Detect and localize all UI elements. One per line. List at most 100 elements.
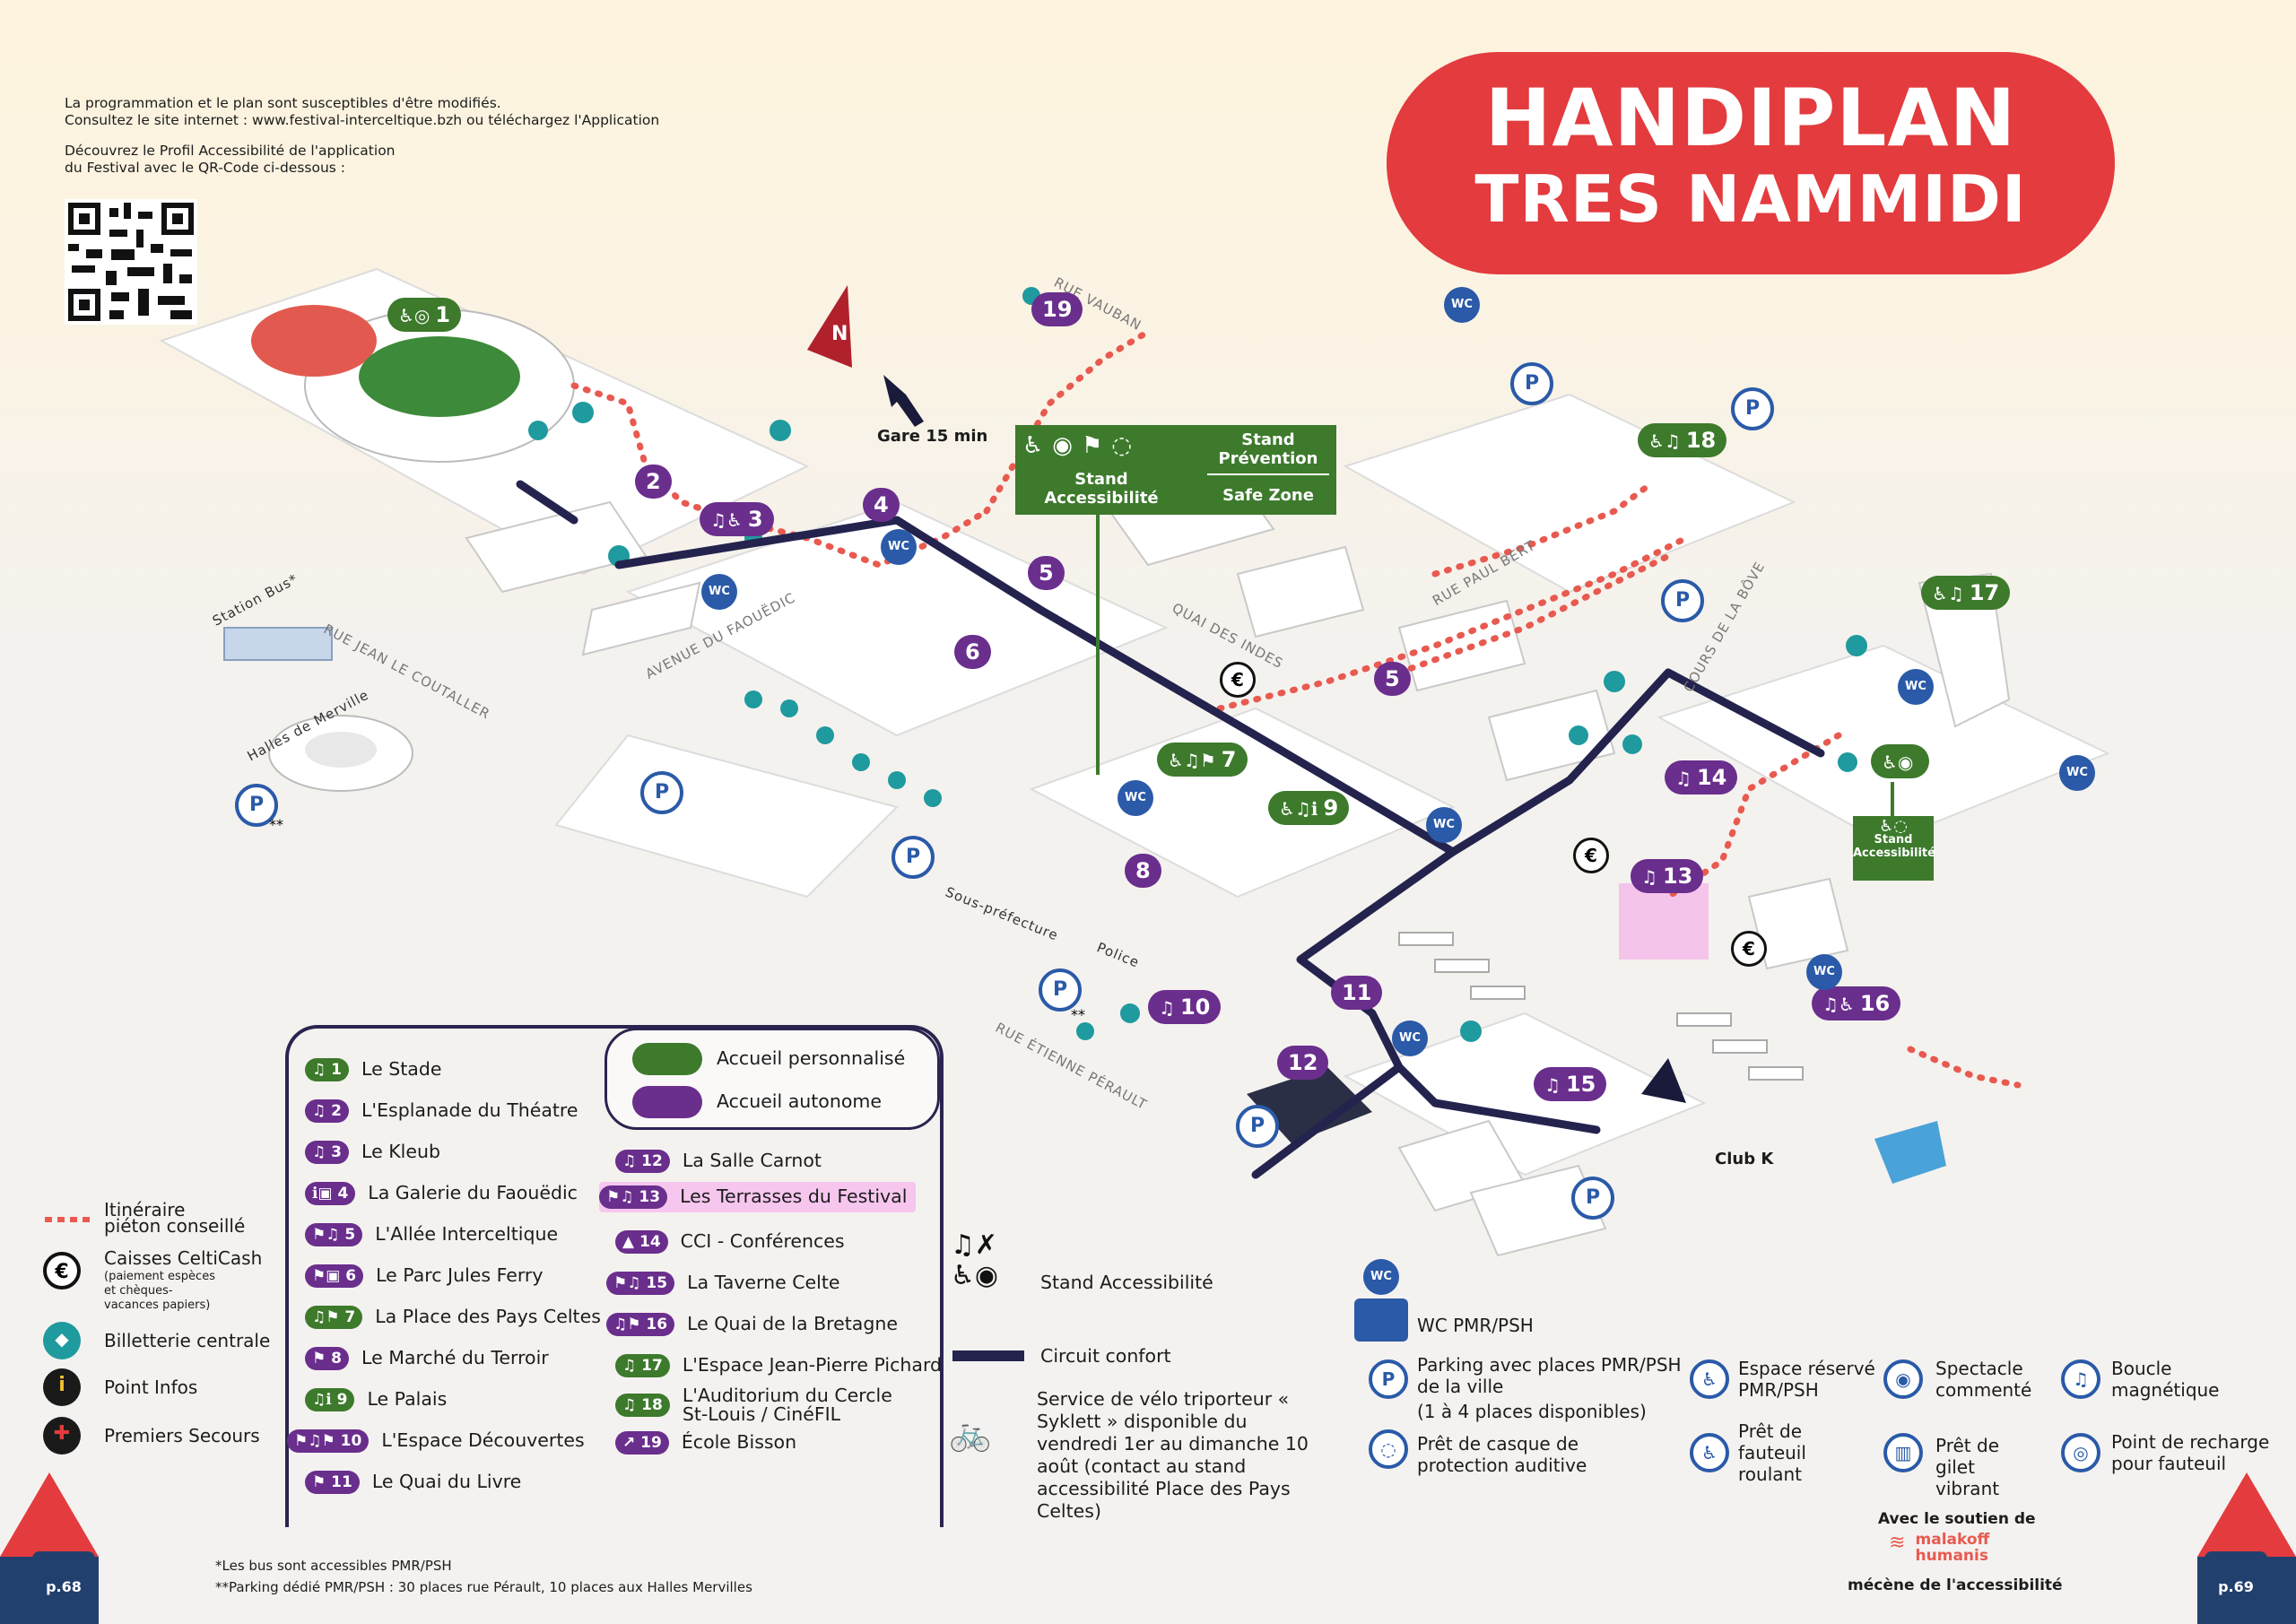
venue-badge-5a[interactable]: 5 bbox=[1028, 556, 1065, 590]
parking-icon[interactable]: P bbox=[1731, 387, 1774, 430]
euro-icon[interactable]: € bbox=[1573, 838, 1609, 873]
stand-prevention-label: Stand Prévention bbox=[1207, 430, 1329, 475]
wc-icon[interactable]: WC bbox=[1806, 954, 1842, 990]
stand-small-pointer bbox=[1891, 782, 1894, 818]
parking-icon[interactable]: P bbox=[235, 784, 278, 827]
north-label: N bbox=[831, 323, 848, 345]
venue-badge-11[interactable]: 11 bbox=[1331, 976, 1383, 1010]
info-legend-icon: i bbox=[43, 1368, 81, 1406]
qr-code[interactable] bbox=[65, 199, 197, 325]
parking-icon[interactable]: P bbox=[640, 771, 683, 814]
ear-icon: ♫♿ bbox=[1822, 994, 1855, 1015]
parking-legend-icon: P bbox=[1369, 1359, 1408, 1399]
parking-note-mark: ** bbox=[269, 816, 283, 833]
stand-box[interactable]: ♿◉⚑◌ Stand Accessibilité Stand Préventio… bbox=[1015, 425, 1336, 515]
venue-badge-12[interactable]: 12 bbox=[1277, 1046, 1329, 1080]
sponsor-logo[interactable]: ≋ malakoff humanis bbox=[1889, 1532, 2032, 1564]
wc-icon[interactable]: WC bbox=[1426, 807, 1462, 843]
venue-badge-13[interactable]: ♫13 bbox=[1631, 859, 1704, 893]
euro-icon[interactable]: € bbox=[1220, 662, 1256, 698]
legend-secours: Premiers Secours bbox=[104, 1425, 260, 1446]
legend-velo: Service de vélo triporteur « Syklett » d… bbox=[1037, 1388, 1309, 1522]
map-building bbox=[581, 581, 701, 656]
intro-line1: La programmation et le plan sont suscept… bbox=[65, 95, 501, 111]
venue-badge-8[interactable]: 8 bbox=[1125, 854, 1161, 888]
sponsor-intro: Avec le soutien de bbox=[1878, 1510, 2036, 1528]
venue-badge-14[interactable]: ♫14 bbox=[1665, 760, 1738, 795]
first-aid-legend-icon: ✚ bbox=[43, 1417, 81, 1455]
venue-badge-7[interactable]: ♿♫⚑7 bbox=[1157, 743, 1248, 777]
venue-badge-5b[interactable]: 5 bbox=[1374, 662, 1411, 696]
parking-icon[interactable]: P bbox=[1661, 579, 1704, 622]
stand-small-box[interactable]: ♿◌ Stand Accessibilité bbox=[1853, 816, 1935, 881]
title-line2: TRES NAMMIDI bbox=[1474, 161, 2027, 237]
venue-badge-10[interactable]: ♫10 bbox=[1148, 990, 1222, 1024]
venue-badge-1[interactable]: ♿◎1 bbox=[387, 298, 462, 332]
wc-icon[interactable]: WC bbox=[881, 529, 917, 565]
parking-icon[interactable]: P bbox=[1236, 1105, 1279, 1148]
parking-icon[interactable]: P bbox=[1510, 362, 1553, 405]
ear-icon: ♫ bbox=[1641, 866, 1657, 888]
stand-accessibilite-label: Stand Accessibilité bbox=[1044, 470, 1159, 508]
page-number-left: p.68 bbox=[32, 1551, 95, 1623]
title-line1: HANDIPLAN bbox=[1484, 72, 2017, 164]
venue-badge-3[interactable]: ♫♿3 bbox=[700, 502, 774, 536]
stand-small-icons: ♿◌ bbox=[1879, 817, 1908, 836]
hearing-loop-icon: ♫ bbox=[2061, 1359, 2100, 1399]
halles-rotunda bbox=[268, 715, 413, 792]
venue-badge-15[interactable]: ♫15 bbox=[1534, 1067, 1607, 1101]
charging-point-icon: ◎ bbox=[2061, 1433, 2100, 1472]
intro-line3: Découvrez le Profil Accessibilité de l'a… bbox=[65, 143, 396, 159]
wc-icon[interactable]: WC bbox=[1392, 1020, 1428, 1056]
map-block bbox=[1029, 707, 1456, 899]
wc-icon[interactable]: WC bbox=[2059, 755, 2095, 791]
euro-icon[interactable]: € bbox=[1731, 931, 1767, 967]
parking-icon[interactable]: P bbox=[891, 836, 935, 879]
venue-badge-6[interactable]: 6 bbox=[954, 635, 991, 669]
footnote-2: **Parking dédié PMR/PSH : 30 places rue … bbox=[215, 1579, 752, 1595]
legend-circuit: Circuit confort bbox=[1040, 1345, 1171, 1367]
legend-gilet: Prêt de gilet vibrant bbox=[1935, 1435, 2000, 1499]
wc-icon[interactable]: WC bbox=[1444, 287, 1480, 323]
parking-icon[interactable]: P bbox=[1039, 968, 1082, 1012]
venue-badge-18[interactable]: ♿♫18 bbox=[1638, 423, 1727, 457]
venue-badge-19[interactable]: 19 bbox=[1031, 292, 1083, 326]
venue-badge-16[interactable]: ♫♿16 bbox=[1812, 986, 1901, 1020]
wc-icon[interactable]: WC bbox=[1118, 780, 1153, 816]
venue-badge-2[interactable]: 2 bbox=[635, 465, 672, 499]
wc-legend-icon: WC bbox=[1363, 1259, 1399, 1295]
audio-described-icon: ◉ bbox=[1883, 1359, 1923, 1399]
wc-icon[interactable]: WC bbox=[701, 574, 737, 610]
wc-legend-building bbox=[1354, 1298, 1408, 1342]
venue-badge-4[interactable]: 4 bbox=[863, 488, 900, 522]
ear-icon: ♫ bbox=[1159, 997, 1175, 1019]
moored-boats bbox=[1398, 932, 1804, 1081]
parking-icon[interactable]: P bbox=[1571, 1177, 1614, 1220]
wc-icon[interactable]: WC bbox=[1898, 669, 1934, 705]
intro-text: La programmation et le plan sont suscept… bbox=[65, 95, 800, 190]
venue-badge-17[interactable]: ♿♫17 bbox=[1921, 576, 2011, 610]
venue-badge-stand-small[interactable]: ♿◉ bbox=[1871, 744, 1930, 778]
